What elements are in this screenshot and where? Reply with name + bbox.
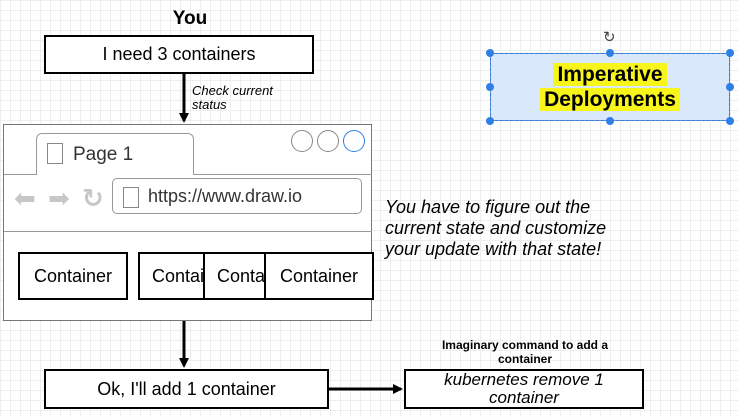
request-box-text: I need 3 containers [102,44,256,64]
container-box[interactable]: Container [264,252,374,300]
command-line-2: container [489,388,559,407]
tab-divider [193,174,372,175]
ok-add-container-box[interactable]: Ok, I'll add 1 container [44,369,329,409]
imperative-label: Imperative [553,63,667,86]
container-label: Container [279,265,359,286]
reload-icon[interactable]: ↻ [82,183,104,213]
back-arrow-icon[interactable]: ⬅ [14,183,36,213]
browser-tab[interactable]: Page 1 [36,133,194,175]
check-status-note: Check current status [192,83,273,112]
browser-window[interactable]: Page 1 ⬅ ➡ ↻ https://www.draw.io Contain… [3,124,374,321]
container-box[interactable]: Container [18,252,128,300]
imperative-deployments-label: Imperative Deployments [540,62,680,112]
url-text: https://www.draw.io [148,186,303,206]
ok-box-text: Ok, I'll add 1 container [97,378,276,399]
window-button-icon[interactable] [291,130,313,152]
resize-handle[interactable] [606,117,614,125]
container-label: Container [33,265,113,286]
page-icon [123,187,139,208]
explanation-text: You have to figure out the current state… [385,197,607,259]
request-box[interactable]: I need 3 containers [44,35,314,74]
rotate-icon[interactable]: ↻ [603,29,616,46]
forward-arrow-icon[interactable]: ➡ [48,183,70,213]
resize-handle[interactable] [726,83,734,91]
page-icon [47,143,63,164]
command-title: Imaginary command to add a container [441,338,609,366]
resize-handle[interactable] [726,117,734,125]
you-label: You [172,8,208,29]
resize-handle[interactable] [606,49,614,57]
command-line-1: kubernetes remove 1 [444,370,604,389]
url-bar[interactable]: https://www.draw.io [112,178,362,214]
resize-handle[interactable] [486,49,494,57]
toolbar-divider [4,231,372,232]
tab-divider [4,174,36,175]
container-box[interactable]: Container [138,252,213,300]
kubernetes-command-box[interactable]: kubernetes remove 1 container [404,369,644,409]
resize-handle[interactable] [486,83,494,91]
container-label: Container [217,265,276,286]
resize-handle[interactable] [726,49,734,57]
window-button-icon[interactable] [343,130,365,152]
container-label: Container [152,265,211,286]
window-button-icon[interactable] [317,130,339,152]
resize-handle[interactable] [486,117,494,125]
deployments-label: Deployments [540,88,680,111]
tab-label: Page 1 [73,144,134,165]
container-box[interactable]: Container [203,252,278,300]
